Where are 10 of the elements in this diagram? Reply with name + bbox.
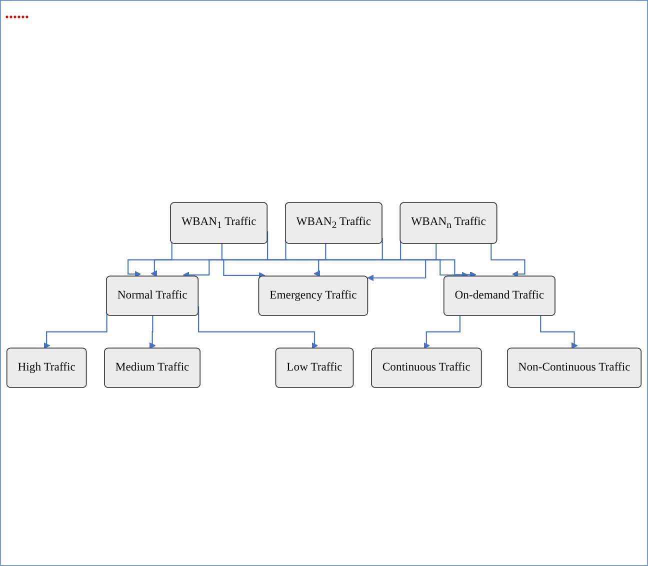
arrow	[221, 244, 266, 279]
arrow	[44, 312, 108, 349]
ellipsis-dots: ......	[5, 5, 29, 22]
arrow	[149, 316, 156, 349]
arrow	[424, 316, 460, 349]
arrow	[128, 242, 172, 278]
arrow	[314, 244, 326, 277]
arrow	[367, 244, 437, 282]
arrow	[540, 316, 578, 349]
arrow	[490, 244, 526, 278]
